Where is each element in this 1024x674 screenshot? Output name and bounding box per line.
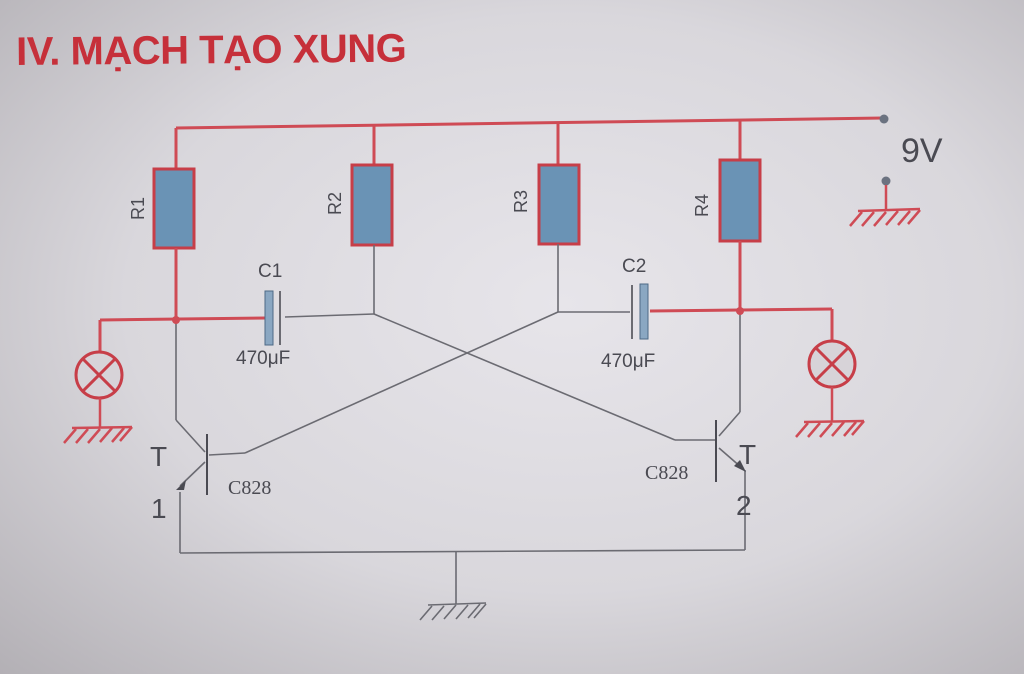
transistor-t2-label-n: 2	[736, 490, 752, 521]
capacitor-value-c2: 470μF	[601, 351, 655, 372]
supply-terminal-top	[879, 114, 889, 124]
transistor-t1-label-n: 1	[151, 493, 167, 524]
lamp-left-icon	[74, 350, 124, 400]
resistor-r3	[537, 163, 581, 246]
junction-dot	[736, 307, 744, 315]
resistor-label-r3: R3	[511, 190, 531, 213]
supply-terminal-bottom	[881, 176, 891, 186]
lamp-right-ground-icon	[795, 387, 865, 438]
power-rail	[174, 116, 884, 170]
capacitor-c1	[264, 290, 281, 346]
resistor-label-r2: R2	[325, 192, 345, 215]
capacitor-c2	[631, 283, 649, 340]
resistor-r4	[718, 158, 762, 243]
supply-ground-icon	[849, 185, 921, 227]
resistor-r1	[152, 167, 196, 250]
junction-dot	[172, 316, 180, 324]
capacitor-label-c2: C2	[622, 256, 646, 277]
transistor-t1-icon	[176, 434, 208, 495]
resistor-r2	[350, 163, 394, 247]
transistor-t1-model: C828	[228, 477, 271, 499]
supply-voltage-label: 9V	[901, 132, 943, 170]
capacitor-value-c1: 470μF	[236, 348, 290, 369]
transistor-t2-model: C828	[645, 462, 688, 484]
resistor-label-r1: R1	[128, 197, 148, 220]
signal-wires	[175, 244, 746, 604]
main-ground-icon	[419, 602, 487, 621]
collector-wires	[98, 241, 834, 352]
transistor-t2-label-t: T	[739, 439, 756, 470]
transistor-t1-label-t: T	[150, 441, 167, 472]
capacitor-label-c1: C1	[258, 261, 282, 282]
resistor-label-r4: R4	[692, 194, 712, 217]
transistor-t2-icon	[715, 420, 746, 482]
lamp-left-ground-icon	[63, 398, 133, 444]
lamp-right-icon	[807, 339, 857, 389]
